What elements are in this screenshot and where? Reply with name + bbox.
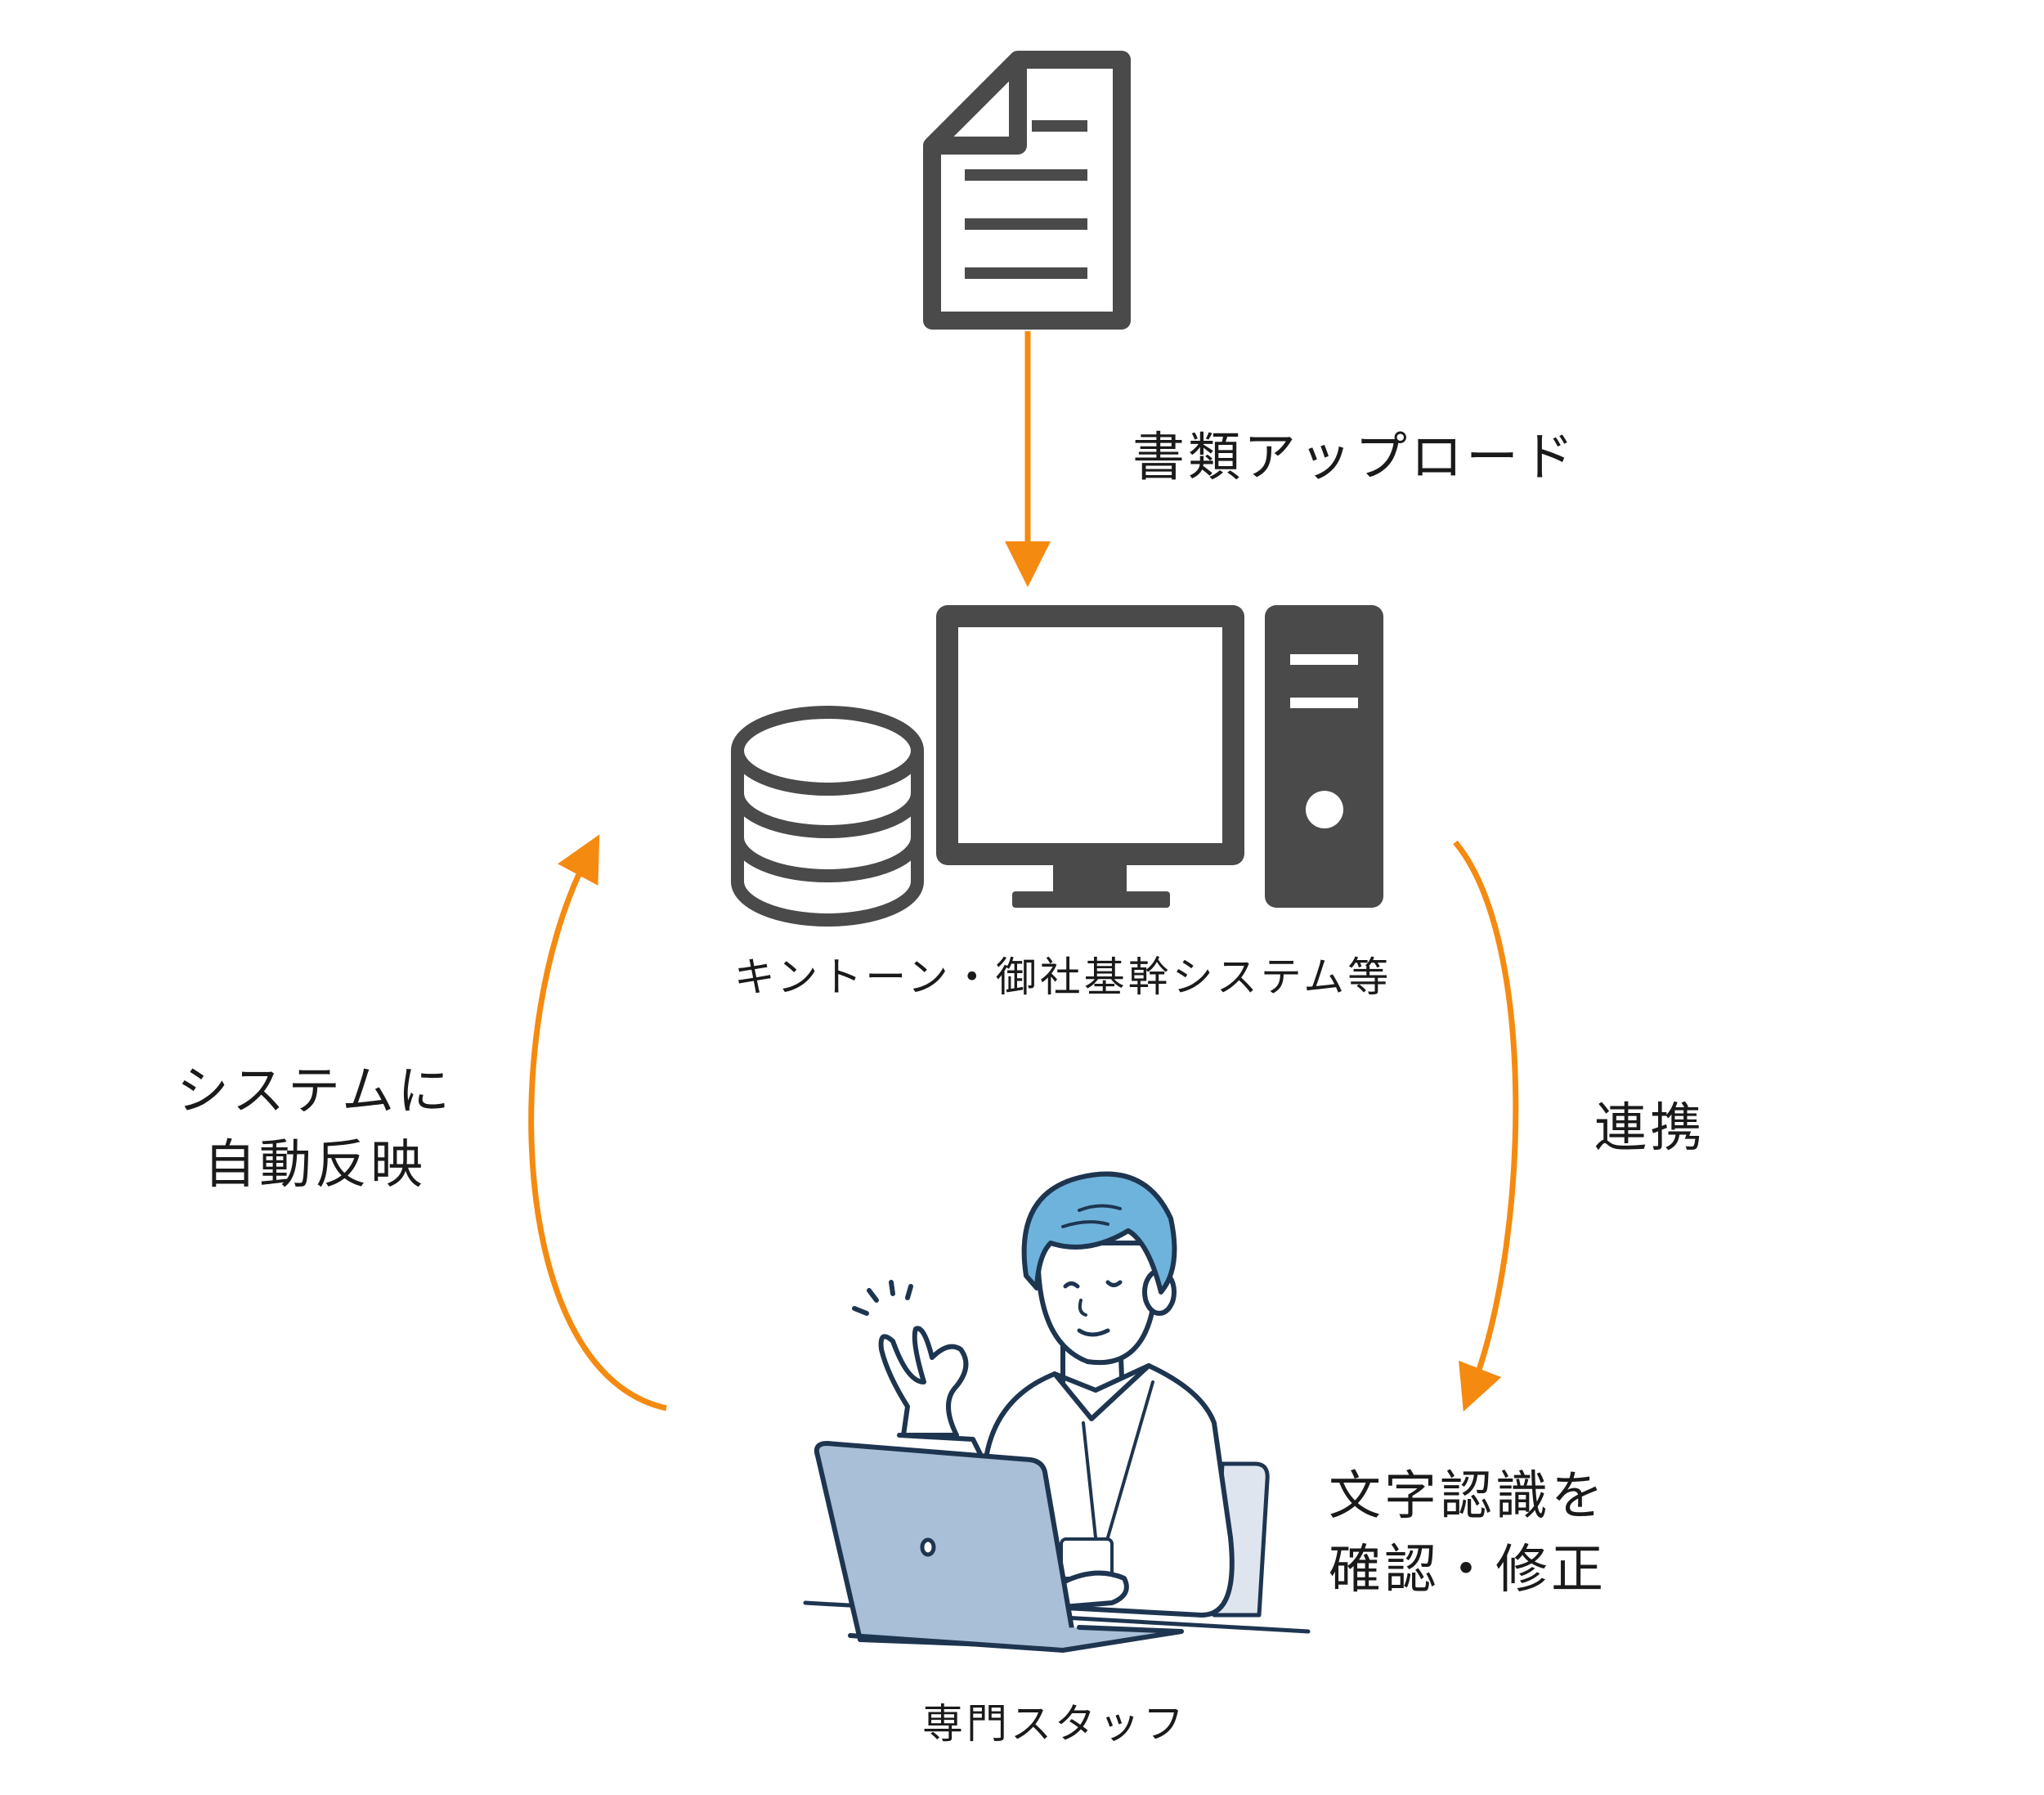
upload-label: 書類アップロード: [1132, 428, 1577, 488]
staff-label: 専門スタッフ: [922, 1700, 1187, 1748]
system-label: キントーン・御社基幹システム等: [733, 954, 1392, 1001]
link-arrow: [1453, 840, 1519, 1412]
ocr-label-line2: 確認・修正: [1329, 1540, 1607, 1600]
reflect-label: システムに 自動反映: [131, 1055, 499, 1202]
database-icon: [731, 706, 924, 927]
reflect-label-line1: システムに: [176, 1061, 454, 1122]
link-label: 連携: [1594, 1098, 1706, 1159]
document-icon: [923, 51, 1131, 330]
ocr-label: 文字認識を 確認・修正: [1329, 1460, 1607, 1607]
pc-tower-icon: [1265, 605, 1383, 908]
reflect-arrow: [528, 834, 667, 1411]
ocr-label-line1: 文字認識を: [1329, 1466, 1607, 1527]
reflect-label-line2: 自動反映: [204, 1135, 426, 1196]
staff-illustration: [803, 1171, 1311, 1653]
monitor-icon: [936, 605, 1244, 908]
